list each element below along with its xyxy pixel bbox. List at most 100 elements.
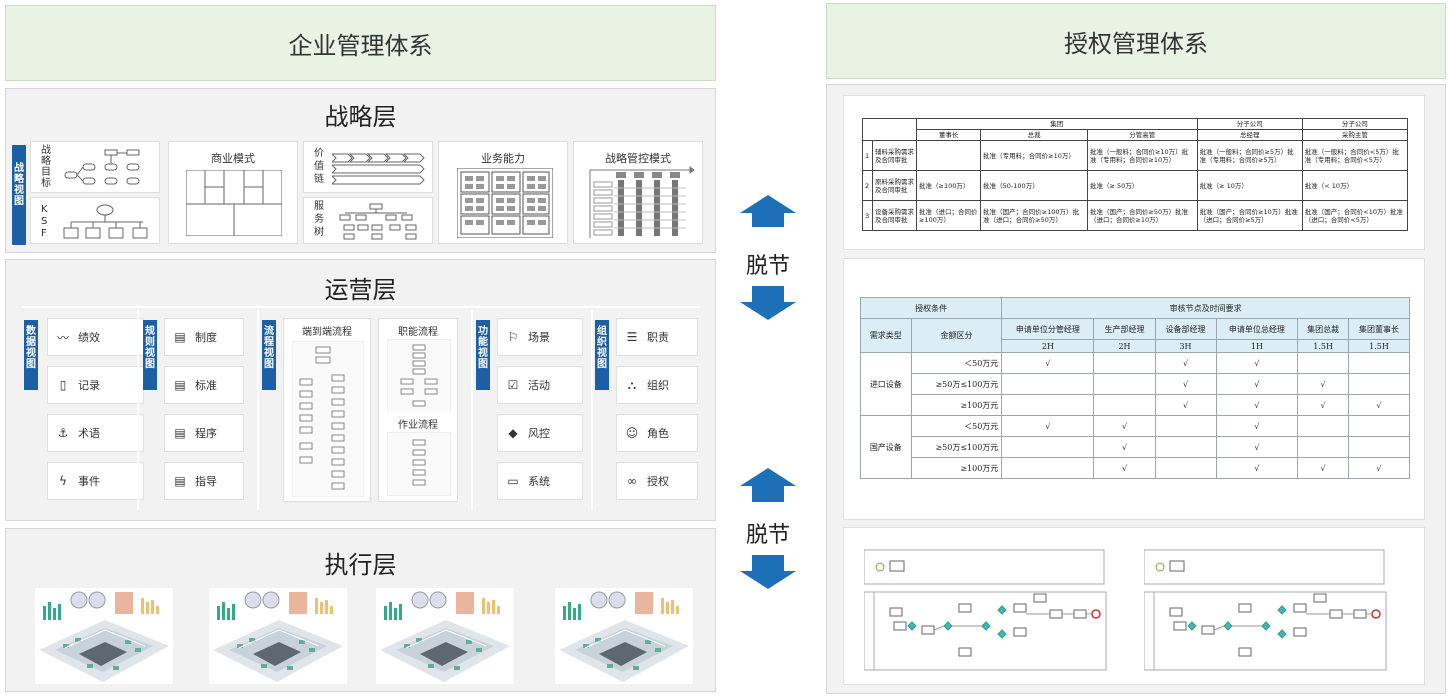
approval-row: 国产设备＜50万元√√√ — [860, 415, 1411, 479]
org-item-authorization[interactable]: ∞授权 — [616, 462, 698, 500]
process-diagram-doc[interactable] — [843, 527, 1425, 685]
amount-cell: ≥50万≤100万元 — [910, 436, 1003, 458]
left-header: 企业管理体系 — [5, 5, 716, 81]
check-cell: √ — [1297, 373, 1349, 395]
function-view-tab[interactable]: 功能视图 — [476, 320, 490, 390]
node-time: 2H — [1001, 339, 1095, 353]
chart-icon: 〰 — [56, 330, 69, 345]
job-process-panel[interactable]: 作业流程 — [378, 412, 458, 502]
approval-row: ≥50万≤100万元√√ — [861, 436, 1411, 458]
goal-tree-icon — [64, 149, 140, 185]
functional-process-panel[interactable]: 职能流程 — [378, 318, 458, 418]
matrix-subheader: 总经理 — [1196, 129, 1303, 141]
data-item-performance[interactable]: 〰绩效 — [47, 318, 144, 356]
org-item-duty[interactable]: ☰职责 — [616, 318, 698, 356]
value-chain-card[interactable]: 价值链 — [303, 141, 433, 193]
data-item-record[interactable]: ▯记录 — [47, 366, 144, 404]
amount-cell: ≥50万≤100万元 — [910, 373, 1003, 395]
rule-item-system[interactable]: ▤制度 — [164, 318, 244, 356]
rule-item-standard[interactable]: ▤标准 — [164, 366, 244, 404]
approval-row: ≥100万元√√√√ — [861, 457, 1411, 479]
check-cell — [1093, 352, 1156, 374]
rule-view-tab[interactable]: 规则视图 — [143, 320, 157, 390]
user-icon: ☺ — [625, 426, 639, 440]
node-time: 1H — [1215, 339, 1299, 353]
data-item-label: 绩效 — [78, 331, 100, 344]
check-cell — [1001, 373, 1095, 395]
matrix-row-number: 2 — [862, 170, 873, 201]
matrix-group-header: 集团 — [916, 118, 1198, 130]
control-mode-label: 战略管控模式 — [605, 152, 671, 165]
functional-process-label: 职能流程 — [398, 327, 438, 338]
matrix-corner-cell — [862, 118, 917, 141]
service-tree-card[interactable]: 服务树 — [303, 197, 433, 244]
matrix-cell: 批准（一般料；合同价<5万）批准（专用料；合同价<5万） — [1301, 140, 1409, 171]
matrix-cell: 批准（国产；合同价≥10万）批准（进口；合同价≥5万） — [1196, 200, 1303, 231]
control-matrix-icon — [589, 166, 694, 238]
check-cell — [1093, 373, 1156, 395]
data-view-tab[interactable]: 数据视图 — [24, 320, 38, 390]
arrow-up-icon — [740, 195, 796, 213]
matrix-cell: 批准（≥ 50万） — [1086, 170, 1198, 201]
document-icon: ▯ — [59, 378, 67, 392]
auth-approval-doc[interactable]: 授权条件 审核节点及时间要求 需求类型 金额区分 申请单位分管经理生产部经理设备… — [843, 258, 1425, 520]
tag-icon: ◆ — [508, 426, 518, 440]
check-cell — [1347, 373, 1411, 395]
ksf-diagram-icon — [63, 204, 148, 239]
ksf-label: KSF — [41, 204, 48, 239]
matrix-cell — [915, 140, 982, 171]
rule-item-guide[interactable]: ▤指导 — [164, 462, 244, 500]
function-item-scene[interactable]: ⚐场景 — [497, 318, 583, 356]
bpmn-diagram-right — [1144, 549, 1387, 671]
business-model-card[interactable]: 商业模式 — [168, 141, 298, 244]
org-item-label: 职责 — [647, 331, 669, 344]
data-item-label: 术语 — [78, 427, 100, 440]
check-cell: √ — [1297, 457, 1349, 479]
org-view-tab[interactable]: 组织视图 — [595, 320, 609, 390]
matrix-cell: 批准（≥100万） — [915, 170, 982, 201]
e2e-process-panel[interactable]: 端到端流程 — [283, 318, 371, 502]
matrix-subheader: 采购主管 — [1301, 129, 1409, 141]
org-item-role[interactable]: ☺角色 — [616, 414, 698, 452]
rule-item-procedure[interactable]: ▤程序 — [164, 414, 244, 452]
process-view-tab[interactable]: 流程视图 — [262, 320, 276, 390]
function-item-system[interactable]: ▭系统 — [497, 462, 583, 500]
matrix-row-number: 1 — [862, 140, 873, 171]
strategy-view-tab[interactable]: 战略视图 — [12, 145, 26, 245]
business-capability-card[interactable]: 业务能力 — [438, 141, 568, 244]
strategy-layer: 战略层 战略视图 战略目标 KSF 商业模式 价值链 服务树 业务能力 战略管控… — [5, 88, 716, 253]
check-cell — [1154, 457, 1217, 479]
check-cell: √ — [1347, 457, 1411, 479]
job-flow-icon — [387, 432, 451, 496]
matrix-cell: 批准（国产；合同价<10万）批准（进口；合同价<5万） — [1301, 200, 1409, 231]
org-item-organization[interactable]: ⛬组织 — [616, 366, 698, 404]
check-cell — [1154, 436, 1217, 458]
column-separator — [471, 310, 473, 510]
functional-flow-icon — [387, 339, 451, 413]
check-cell — [1347, 415, 1411, 437]
check-cell: √ — [1093, 436, 1156, 458]
function-item-activity[interactable]: ☑活动 — [497, 366, 583, 404]
data-item-term[interactable]: ⚓ 术语 — [47, 414, 144, 452]
function-item-risk[interactable]: ◆风控 — [497, 414, 583, 452]
control-mode-card[interactable]: 战略管控模式 — [573, 141, 703, 244]
matrix-cell: 批准（一般料；合同价≥5万）批准（专用料；合同价≥5万） — [1196, 140, 1303, 171]
check-cell — [1347, 436, 1411, 458]
amount-cell: ≥100万元 — [910, 457, 1003, 479]
strategy-goal-card[interactable]: 战略目标 — [30, 141, 160, 193]
strategy-ksf-card[interactable]: KSF — [30, 197, 160, 244]
process-flow-icon — [292, 341, 364, 497]
value-chain-label: 价值链 — [314, 148, 324, 185]
matrix-cell: 批准（一般料；合同价≥10万）批准（专用料；合同价≥10万） — [1086, 140, 1198, 171]
check-cell: √ — [1347, 394, 1411, 416]
amount-cell: ≥100万元 — [910, 394, 1003, 416]
anchor-icon: ⚓ — [57, 426, 69, 440]
service-tree-icon — [339, 203, 417, 240]
service-tree-label: 服务树 — [314, 201, 324, 238]
approval-node-table: 授权条件 审核节点及时间要求 需求类型 金额区分 申请单位分管经理生产部经理设备… — [859, 297, 1411, 479]
amount-header: 金额区分 — [910, 318, 1003, 353]
doc-stack-icon: ▤ — [174, 378, 186, 392]
